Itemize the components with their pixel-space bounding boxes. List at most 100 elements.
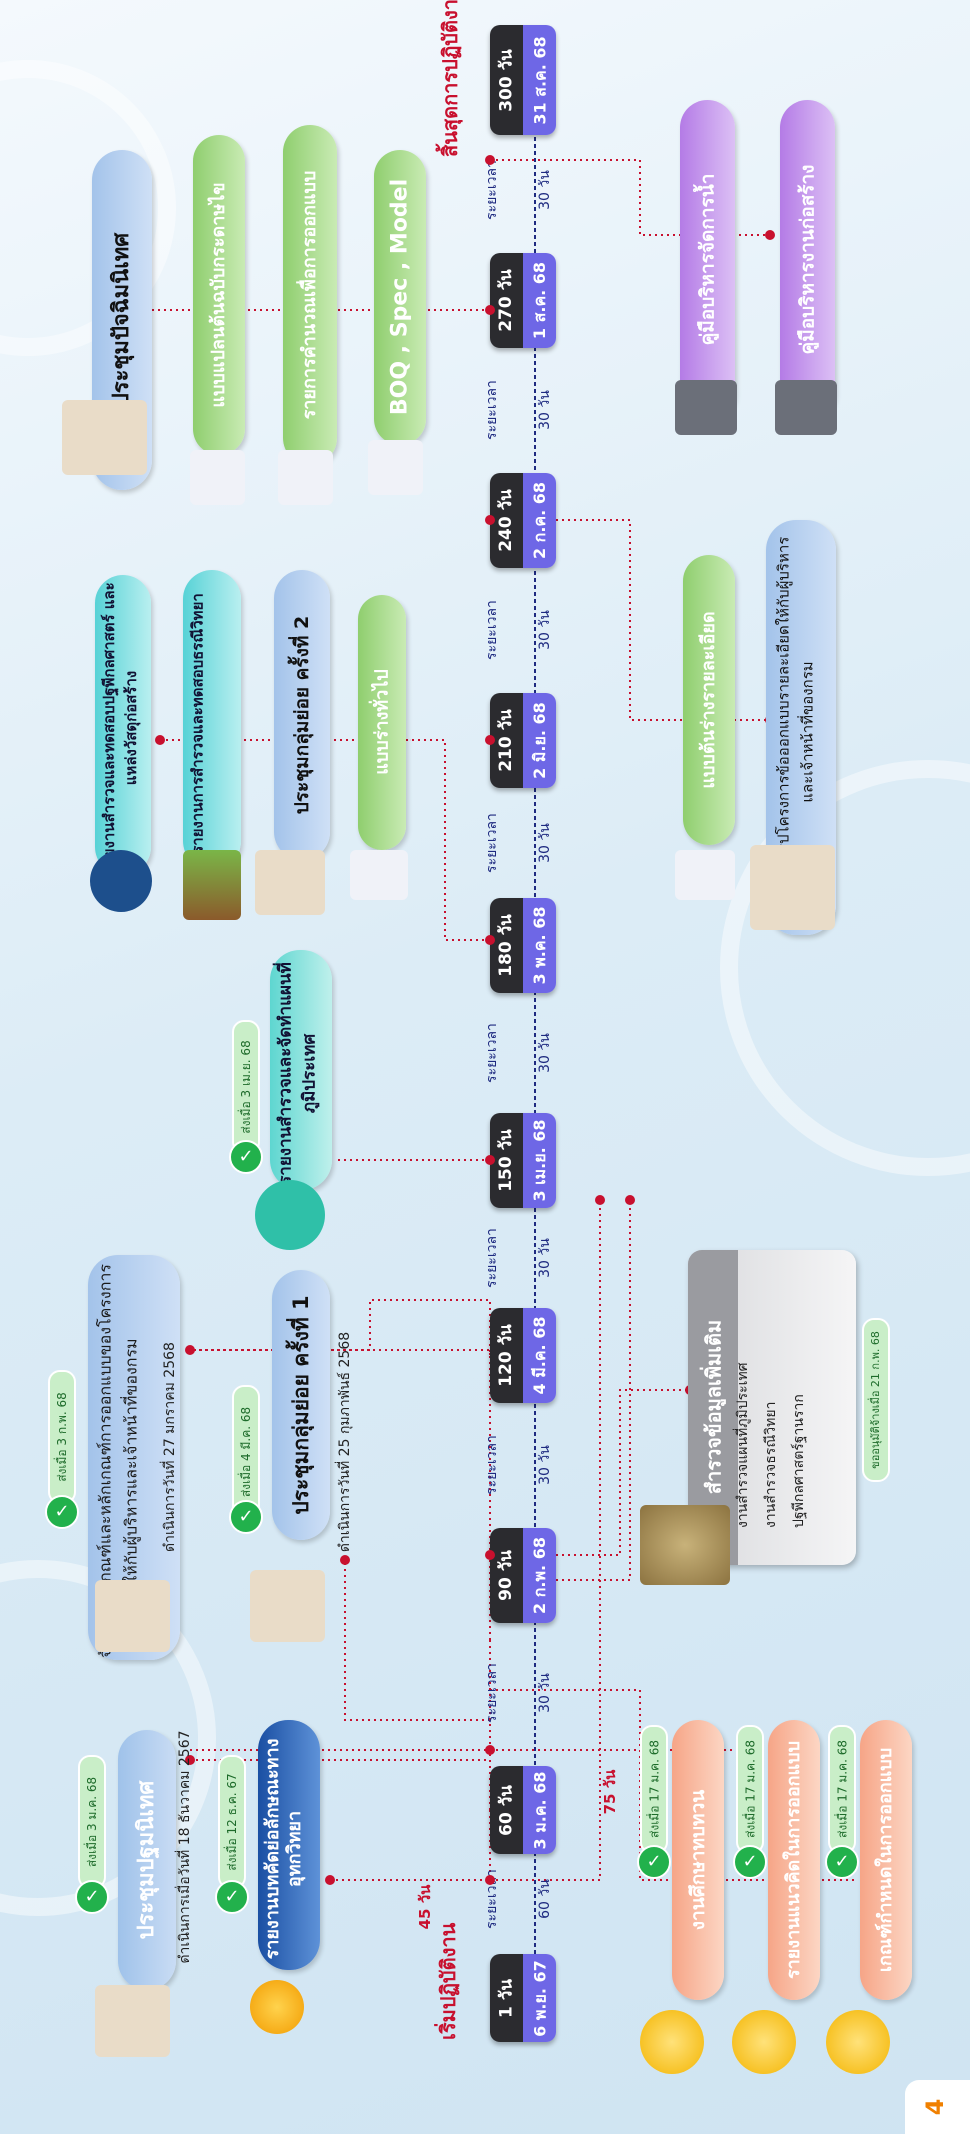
- check-icon: ✓: [229, 1500, 263, 1534]
- connector-dot: [485, 1550, 495, 1560]
- orientation-meeting-note: ดำเนินการเมื่อวันที่ 18 ธันวาคม 2567: [177, 1730, 193, 1964]
- check-icon: ✓: [733, 1845, 767, 1879]
- blueprint-icon: [675, 850, 735, 900]
- review-study-box: งานศึกษาทบทวน: [672, 1720, 724, 2000]
- milestone-days: 300 วัน: [496, 48, 516, 112]
- design-calculation-box: รายการคำนวณเพื่อการออกแบบ: [283, 125, 337, 465]
- check-icon: ✓: [825, 1845, 859, 1879]
- seminar-badge: ส่งเมื่อ 3 ก.พ. 68: [48, 1370, 76, 1504]
- milestone-days: 60 วัน: [496, 1784, 516, 1836]
- connector-dot: [340, 1555, 350, 1565]
- original-drawings-box: แบบแปลนต้นฉบับกระดาษไข: [193, 135, 245, 455]
- duration-75-days: 75 วัน: [601, 1769, 619, 1815]
- duration-prefix: ระยะเวลา: [484, 1022, 500, 1083]
- milestone-node: 180 วัน 3 พ.ค. 68: [490, 897, 556, 993]
- meeting-icon: [62, 400, 147, 475]
- connector-dot: [325, 1875, 335, 1885]
- water-management-manual-label: คู่มือบริหารจัดการน้ำ: [696, 173, 719, 346]
- duration-prefix: ระยะเวลา: [484, 1227, 500, 1288]
- connector-dot: [485, 305, 495, 315]
- blueprint-icon: [350, 850, 408, 900]
- seminar-note: ดำเนินการวันที่ 27 มกราคม 2568: [162, 1342, 178, 1552]
- milestone-node: 60 วัน 3 ม.ค. 68: [490, 1766, 556, 1854]
- duration-label: 30 วัน: [537, 1032, 553, 1073]
- blueprint-icon: [278, 450, 333, 505]
- original-drawings-label: แบบแปลนต้นฉบับกระดาษไข: [208, 182, 229, 408]
- milestone-date: 3 พ.ค. 68: [530, 906, 549, 984]
- medal-icon: [640, 2010, 704, 2074]
- milestone-date: 2 มิ.ย. 68: [530, 701, 549, 779]
- milestone-date: 6 พ.ย. 67: [530, 1959, 549, 2037]
- soil-sample-icon: [90, 850, 152, 912]
- hydrology-abstract-report-box: รายงานบทคัดย่อลักษณะทางอุทกวิทยา: [258, 1720, 320, 1970]
- milestone-days: 180 วัน: [496, 913, 516, 977]
- general-draft-label: แบบร่างทั่วไป: [371, 669, 393, 775]
- duration-prefix: ระยะเวลา: [484, 1869, 500, 1929]
- survey-item: ปฐพีกลศาสตร์ฐานราก: [791, 1394, 807, 1528]
- boq-spec-model-box: BOQ , Spec , Model: [374, 150, 426, 445]
- orientation-meeting-badge: ส่งเมื่อ 3 ม.ค. 68: [78, 1755, 106, 1889]
- milestone-days: 120 วัน: [496, 1323, 516, 1387]
- design-criteria-label: เกณฑ์กำหนดในการออกแบบ: [875, 1747, 896, 1973]
- hydrology-abstract-report-label: รายงานบทคัดย่อลักษณะทางอุทกวิทยา: [262, 1738, 305, 1960]
- milestone-date: 4 มี.ค. 68: [530, 1316, 549, 1394]
- blueprint-icon: [190, 450, 245, 505]
- construction-management-manual-box: คู่มือบริหารงานก่อสร้าง: [780, 100, 835, 420]
- meeting-icon: [250, 1570, 325, 1642]
- milestone-date: 2 ก.พ. 68: [530, 1536, 549, 1614]
- duration-prefix: ระยะเวลา: [484, 1662, 500, 1723]
- duration-label: 30 วัน: [537, 822, 553, 863]
- milestone-date: 3 ม.ค. 68: [530, 1771, 549, 1849]
- soil-mechanics-report-label: รายงานสำรวจและทดสอบปฐพีกลศาสตร์ และแหล่ง…: [100, 582, 140, 874]
- water-management-manual-box: คู่มือบริหารจัดการน้ำ: [680, 100, 735, 420]
- check-icon: ✓: [75, 1880, 109, 1914]
- page-tab: 4: [905, 2080, 970, 2134]
- duration-prefix: ระยะเวลา: [484, 600, 500, 660]
- review-study-label: งานศึกษาทบทวน: [687, 1789, 709, 1931]
- book-icon: [775, 380, 837, 435]
- subgroup-meeting-2-label: ประชุมกลุ่มย่อย ครั้งที่ 2: [291, 615, 313, 815]
- review-study-badge: ส่งเมื่อ 17 ม.ค. 68: [640, 1725, 668, 1854]
- duration-label: 30 วัน: [537, 170, 553, 210]
- subgroup-meeting-2-box: ประชุมกลุ่มย่อย ครั้งที่ 2: [274, 570, 330, 860]
- meeting-icon: [95, 1985, 170, 2057]
- duration-45-days: 45 วัน: [416, 1884, 434, 1930]
- gear-icon: [250, 1980, 304, 2034]
- connector-dot: [625, 1195, 635, 1205]
- design-calculation-label: รายการคำนวณเพื่อการออกแบบ: [299, 170, 320, 420]
- connector-dot: [485, 1875, 495, 1885]
- start-label: เริ่มปฏิบัติงาน: [436, 1922, 460, 2040]
- connector-dot: [595, 1195, 605, 1205]
- general-draft-box: แบบร่างทั่วไป: [358, 595, 406, 850]
- connector-dot: [485, 1745, 495, 1755]
- connector-dot: [485, 735, 495, 745]
- meeting-icon: [255, 850, 325, 915]
- end-label: สิ้นสุดการปฏิบัติงาน: [438, 0, 462, 157]
- topographic-survey-report-label: รายงานสำรวจและจัดทำแผนที่ภูมิประเทศ: [275, 962, 320, 1185]
- connector-dot: [185, 1345, 195, 1355]
- connector-dot: [185, 1755, 195, 1765]
- meeting-icon: [95, 1580, 170, 1652]
- design-concept-report-label: รายงานแนวคิดในการออกแบบ: [783, 1741, 804, 1980]
- design-concept-badge: ส่งเมื่อ 17 ม.ค. 68: [736, 1725, 764, 1854]
- orientation-meeting-box: ประชุมปฐมนิเทศ: [118, 1730, 176, 1990]
- connector-dot: [485, 515, 495, 525]
- duration-label: 30 วัน: [537, 1445, 553, 1485]
- subgroup-meeting-1-note: ดำเนินการวันที่ 25 กุมภาพันธ์ 2568: [337, 1331, 353, 1553]
- survey-item: งานสำรวจแผนที่ภูมิประเทศ: [735, 1362, 751, 1528]
- book-icon: [675, 380, 737, 435]
- connector-dot: [485, 1155, 495, 1165]
- topographic-survey-report-box: รายงานสำรวจและจัดทำแผนที่ภูมิประเทศ: [270, 950, 332, 1190]
- detailed-draft-box: แบบต้นร่างรายละเอียด: [683, 555, 735, 845]
- design-criteria-box: เกณฑ์กำหนดในการออกแบบ: [860, 1720, 912, 2000]
- duration-label: 30 วัน: [537, 390, 553, 430]
- connector-dot: [485, 155, 495, 165]
